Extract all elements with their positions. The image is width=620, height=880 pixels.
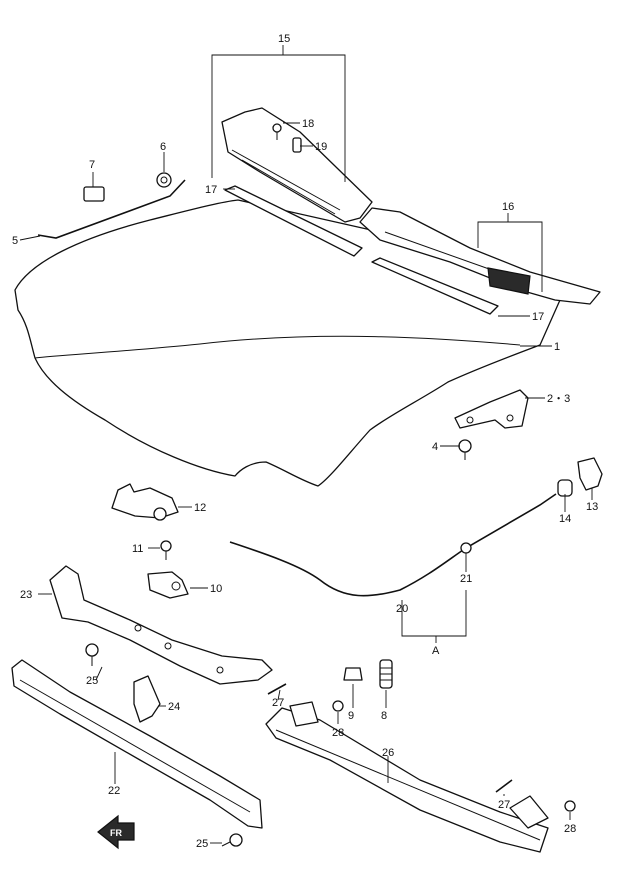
- label-part-10: 10: [210, 583, 222, 595]
- release-handle-part-13: [577, 457, 603, 491]
- label-part-18: 18: [302, 118, 314, 130]
- cowl-top-panel-right: [359, 207, 601, 305]
- striker-bolt-part-11: [160, 540, 172, 560]
- label-part-9: 9: [348, 710, 354, 722]
- label-group-a: A: [432, 645, 440, 657]
- hood-support-rod: [37, 179, 186, 239]
- label-part-26: 26: [382, 747, 394, 759]
- nut-part-28-right: [564, 800, 576, 812]
- bumper-reinforcement: [265, 701, 549, 853]
- label-part-16: 16: [502, 201, 514, 213]
- label-part-27-left: 27: [272, 697, 284, 709]
- label-part-12: 12: [194, 502, 206, 514]
- label-part-4: 4: [432, 441, 438, 453]
- bolt-part-27-right: [495, 779, 513, 793]
- screw-part-18: [272, 123, 282, 140]
- cowl-top-panel-left: [221, 107, 373, 223]
- label-part-27-right: 27: [498, 799, 510, 811]
- hood-hinge: [454, 389, 529, 429]
- bolt-part-25-upper: [85, 643, 99, 666]
- label-part-11: 11: [132, 543, 143, 555]
- label-part-1: 1: [554, 341, 560, 353]
- label-part-22: 22: [108, 785, 120, 797]
- clip-part-19: [292, 137, 302, 153]
- hood-panel: [14, 199, 561, 487]
- part-labels: 15 16 17 17 18 19 1 2・3 4 5 6 7 12 11 10…: [12, 33, 598, 850]
- cable-clamp-part-21: [460, 542, 472, 554]
- label-part-7: 7: [89, 159, 95, 171]
- label-part-21: 21: [460, 573, 472, 585]
- hood-release-cable: [229, 493, 557, 597]
- front-direction-arrow: FR: [97, 814, 135, 850]
- label-part-19: 19: [315, 141, 327, 153]
- bolt-part-27-left: [267, 683, 287, 695]
- label-part-15: 15: [278, 33, 290, 45]
- label-part-25-upper: 25: [86, 675, 98, 687]
- nut-part-28-left: [332, 700, 344, 712]
- lower-crossmember: [11, 659, 263, 829]
- label-part-23: 23: [20, 589, 32, 601]
- hinge-bolt-part-4: [458, 439, 472, 460]
- support-bracket-part-24: [133, 675, 161, 723]
- front-arrow-label: FR: [110, 828, 122, 838]
- hood-buffer-part-9: [343, 667, 363, 681]
- weatherstrip-lower: [371, 257, 499, 315]
- label-part-20: 20: [396, 603, 408, 615]
- lock-striker: [147, 571, 189, 599]
- rod-clip-part-7: [83, 186, 105, 202]
- bolt-part-25-lower: [221, 833, 243, 847]
- label-part-5: 5: [12, 235, 18, 247]
- leader-lines: [19, 45, 593, 844]
- hood-lock: [111, 483, 179, 521]
- label-part-28-left: 28: [332, 727, 344, 739]
- label-part-25-lower: 25: [196, 838, 208, 850]
- label-part-17-upper: 17: [205, 184, 217, 196]
- spring-damper-part-8: [379, 659, 393, 689]
- label-part-14: 14: [559, 513, 571, 525]
- label-part-13: 13: [586, 501, 598, 513]
- label-part-2-3: 2・3: [547, 393, 570, 405]
- label-part-8: 8: [381, 710, 387, 722]
- label-part-6: 6: [160, 141, 166, 153]
- label-part-17-lower: 17: [532, 311, 544, 323]
- weatherstrip-upper: [224, 185, 363, 257]
- cable-grommet-part-14: [557, 479, 573, 497]
- label-part-24: 24: [168, 701, 180, 713]
- rod-grommet-part-6: [156, 172, 172, 188]
- label-part-28-right: 28: [564, 823, 576, 835]
- radiator-support-upper: [49, 565, 273, 685]
